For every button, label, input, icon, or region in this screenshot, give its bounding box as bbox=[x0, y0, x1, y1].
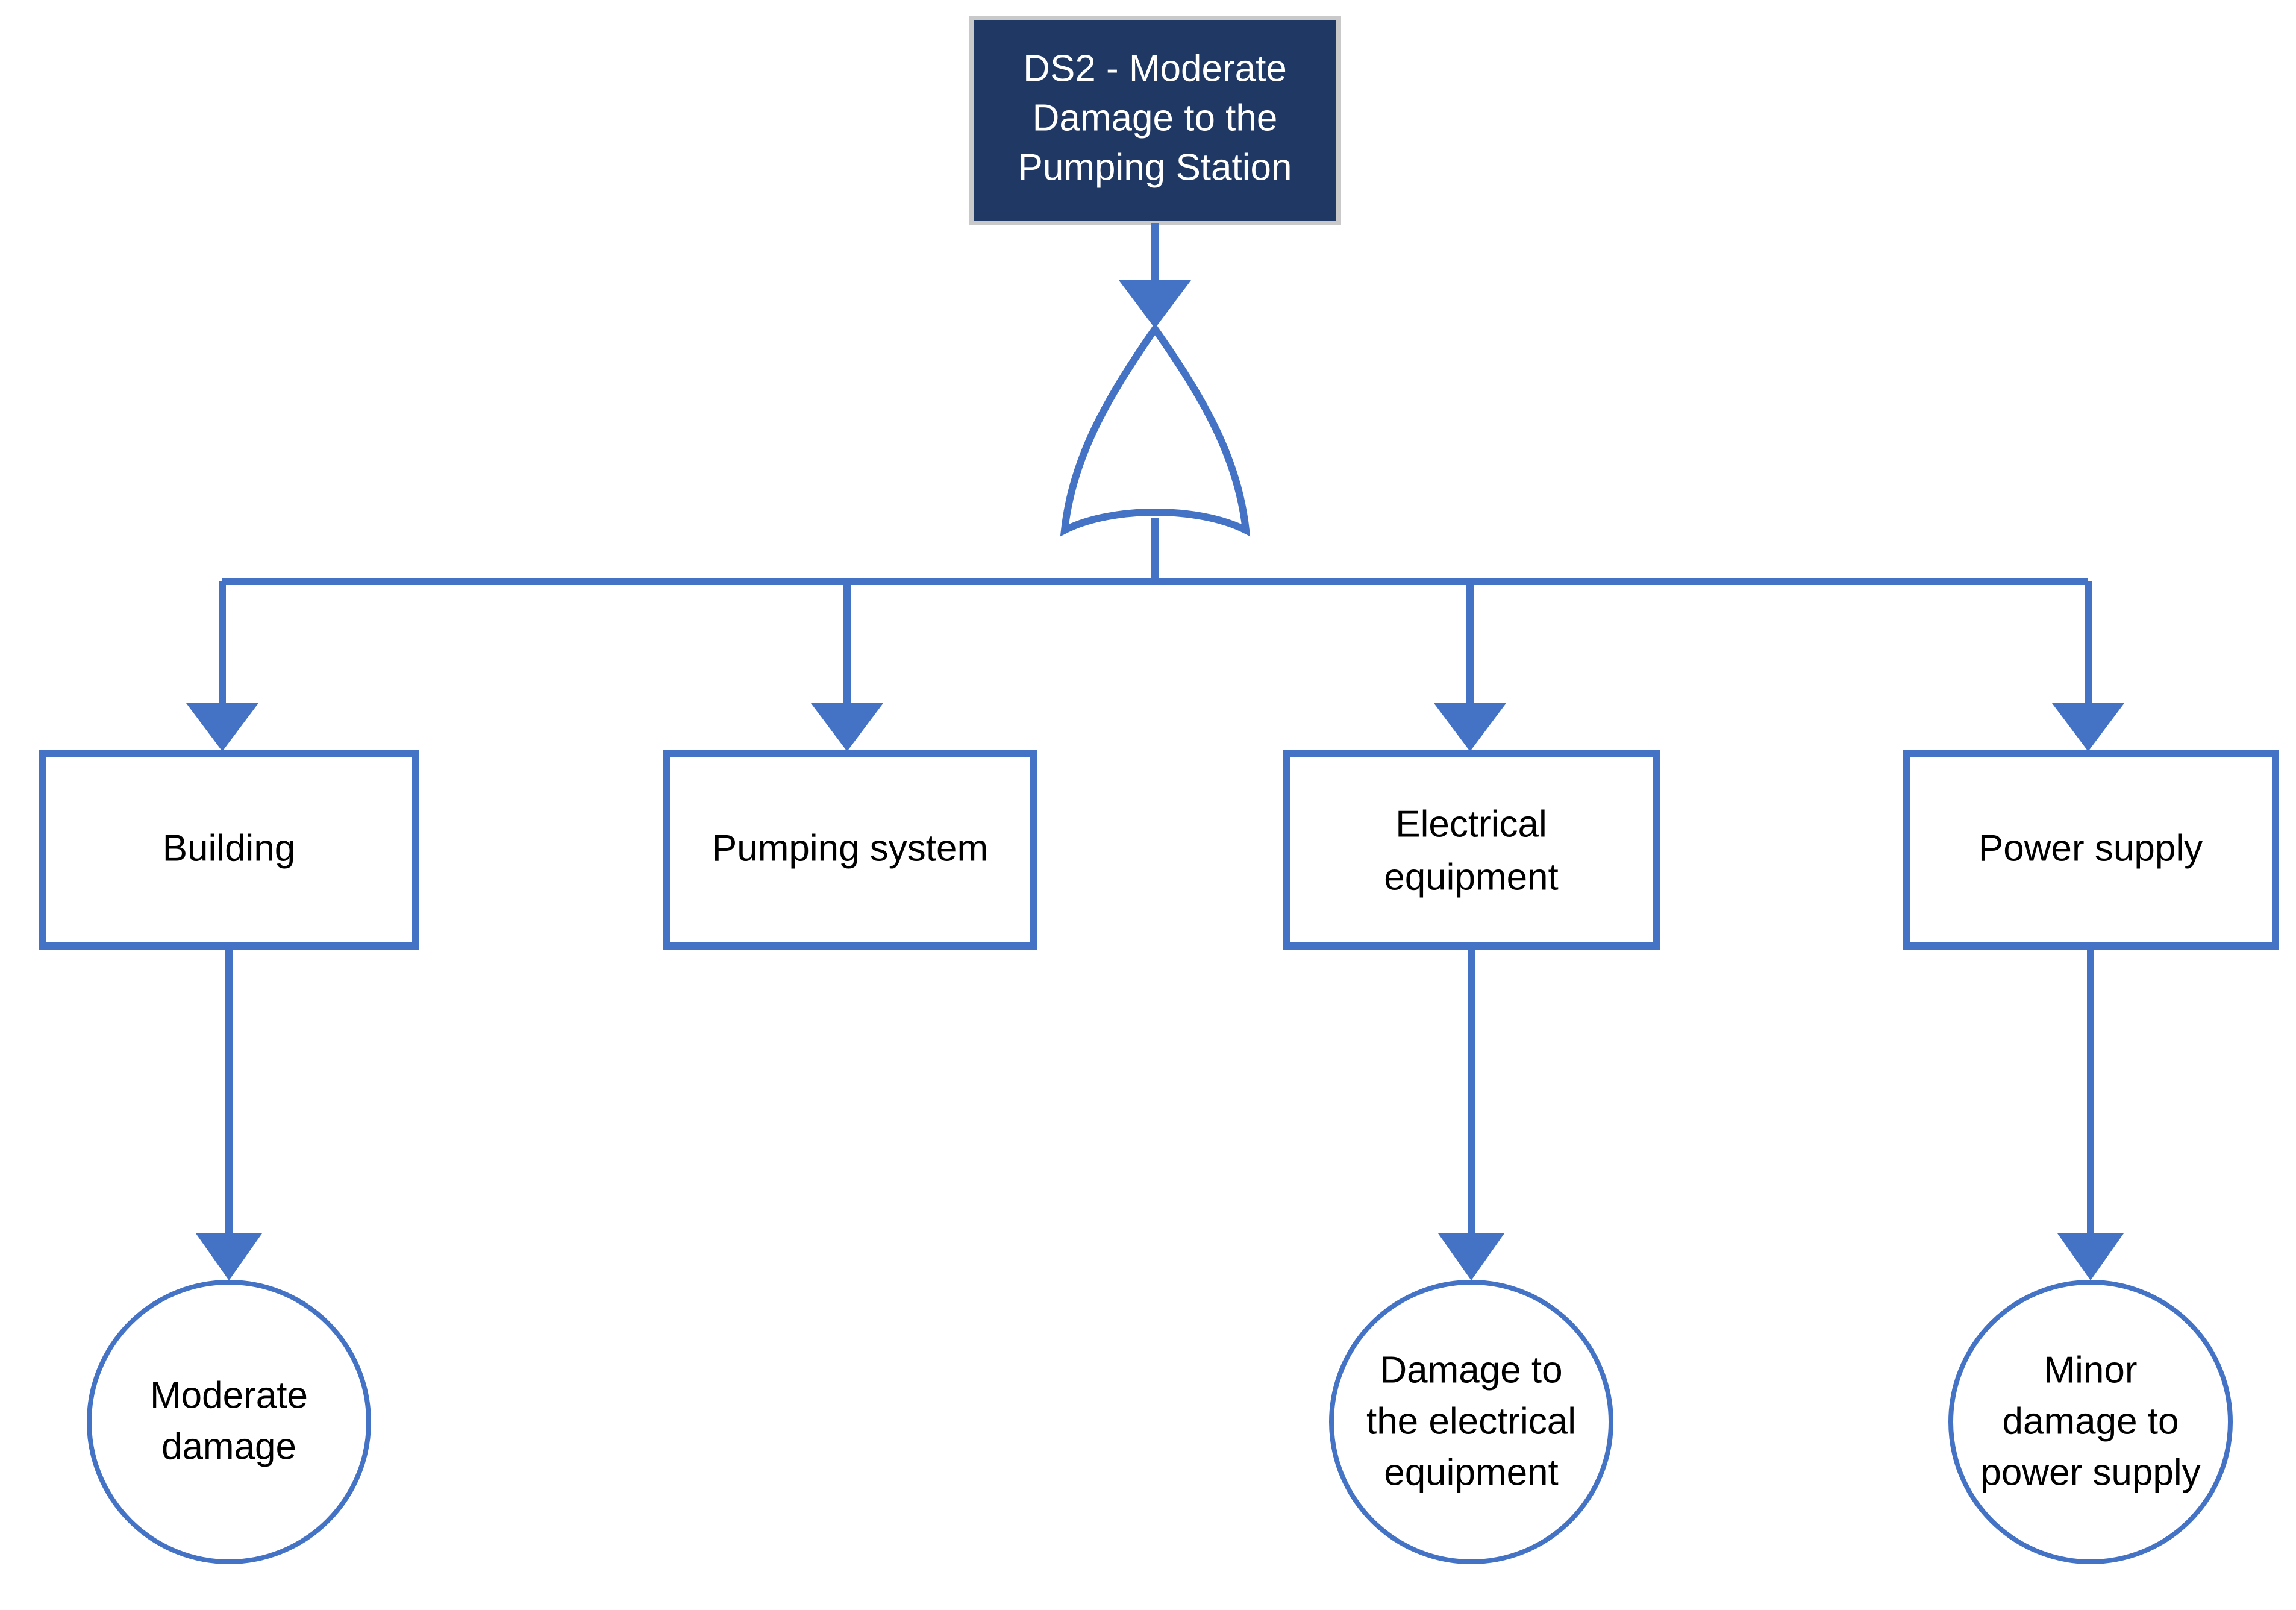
node-moderate-damage[interactable]: Moderate damage bbox=[87, 1280, 371, 1564]
damage-electrical-equipment-circle[interactable] bbox=[1329, 1280, 1613, 1564]
damage-electrical-line-1: Damage to bbox=[1380, 1349, 1562, 1391]
top-event-node[interactable]: DS2 - Moderate Damage to the Pumping Sta… bbox=[969, 16, 1341, 225]
connector-bus-to-power-supply bbox=[2052, 581, 2124, 751]
node-building[interactable]: Building bbox=[39, 750, 419, 950]
connector-power-supply-to-minor-damage bbox=[2057, 946, 2124, 1280]
moderate-damage-line-2: damage bbox=[161, 1426, 296, 1467]
pumping-system-label: Pumping system bbox=[712, 827, 988, 869]
moderate-damage-circle[interactable] bbox=[87, 1280, 371, 1564]
damage-electrical-line-3: equipment bbox=[1384, 1452, 1559, 1493]
minor-damage-line-1: Minor bbox=[2044, 1349, 2137, 1391]
top-event-box[interactable] bbox=[969, 16, 1341, 225]
pumping-system-box[interactable] bbox=[663, 750, 1037, 950]
damage-electrical-line-2: the electrical bbox=[1366, 1400, 1576, 1442]
node-minor-damage-power-supply[interactable]: Minor damage to power supply bbox=[1948, 1280, 2233, 1564]
connector-bus-to-building bbox=[186, 581, 258, 751]
connector-building-to-moderate-damage bbox=[196, 946, 262, 1280]
node-damage-electrical-equipment[interactable]: Damage to the electrical equipment bbox=[1329, 1280, 1613, 1564]
building-box[interactable] bbox=[39, 750, 419, 950]
top-event-line-3: Pumping Station bbox=[1018, 146, 1292, 188]
top-event-line-1: DS2 - Moderate bbox=[1023, 48, 1287, 89]
or-gate[interactable] bbox=[1060, 322, 1251, 537]
node-pumping-system[interactable]: Pumping system bbox=[663, 750, 1037, 950]
connector-top-to-gate bbox=[1119, 223, 1191, 328]
node-electrical-equipment[interactable]: Electrical equipment bbox=[1283, 750, 1660, 950]
top-event-line-2: Damage to the bbox=[1033, 97, 1278, 139]
power-supply-label: Power supply bbox=[1979, 827, 2203, 869]
minor-damage-power-supply-circle[interactable] bbox=[1948, 1280, 2233, 1564]
arrowhead-icon bbox=[1119, 280, 1191, 328]
electrical-equipment-line-1: Electrical bbox=[1395, 803, 1547, 845]
connector-bus-to-pumping-system bbox=[811, 581, 883, 751]
minor-damage-line-2: damage to bbox=[2003, 1400, 2179, 1442]
moderate-damage-line-1: Moderate bbox=[150, 1374, 308, 1416]
connector-electrical-equipment-to-damage bbox=[1438, 946, 1504, 1280]
node-power-supply[interactable]: Power supply bbox=[1903, 750, 2279, 950]
electrical-equipment-line-2: equipment bbox=[1384, 856, 1559, 898]
building-label: Building bbox=[163, 827, 296, 869]
or-gate-shape[interactable] bbox=[1060, 322, 1251, 537]
electrical-equipment-box[interactable] bbox=[1283, 750, 1660, 950]
minor-damage-line-3: power supply bbox=[1980, 1452, 2200, 1493]
connector-bus-to-electrical-equipment bbox=[1434, 581, 1506, 751]
